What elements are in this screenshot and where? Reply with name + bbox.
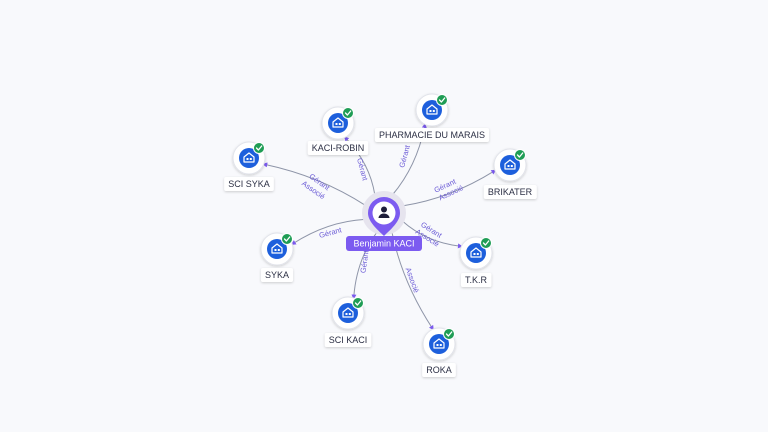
edge-label-pharmacie-du-marais: Gérant [397, 143, 412, 168]
check-icon [443, 328, 455, 340]
company-icon-bg [328, 113, 348, 133]
company-icon-bg [267, 239, 287, 259]
company-icon [470, 247, 482, 258]
node-pharmacie-du-marais[interactable] [415, 93, 449, 127]
check-icon [480, 237, 492, 249]
company-icon [243, 152, 255, 163]
check-icon [281, 233, 293, 245]
check-icon [514, 149, 526, 161]
edge-label-sci-kaci: Gérant [358, 249, 370, 274]
edge-sci-syka [262, 162, 366, 206]
node-label-bg [483, 185, 537, 199]
company-icon-bg [429, 334, 449, 354]
company-icon [332, 117, 344, 128]
edge-label-kaci-robin: Gérant [355, 157, 370, 182]
node-label-bg [460, 273, 492, 287]
person-icon [378, 206, 390, 218]
node-syka[interactable] [260, 232, 294, 266]
node-label: ROKA [426, 365, 452, 375]
node-tkr[interactable] [459, 236, 493, 270]
company-icon-bg [500, 155, 520, 175]
company-icon [342, 307, 354, 318]
node-kaci-robin[interactable] [321, 106, 355, 140]
node-label: SCI SYKA [228, 179, 270, 189]
node-label-bg [260, 268, 294, 282]
company-icon-bg [239, 148, 259, 168]
edge-tkr [402, 220, 463, 249]
edge-syka [291, 218, 366, 245]
check-icon [342, 107, 354, 119]
center-label-badge [346, 236, 422, 251]
company-icon-bg [338, 303, 358, 323]
check-icon [436, 94, 448, 106]
company-icon [504, 159, 516, 170]
edge-brikater [402, 169, 497, 207]
node-label: T.K.R [465, 275, 488, 285]
check-icon [253, 142, 265, 154]
node-label: SCI KACI [329, 335, 368, 345]
company-icon-bg [422, 100, 442, 120]
node-brikater[interactable] [493, 148, 527, 182]
company-icon [271, 243, 283, 254]
node-label: KACI-ROBIN [312, 143, 365, 153]
nodes-layer: KACI-ROBIN PHARMACIE DU MARAIS SCI SYKA BRI… [224, 93, 537, 377]
node-roka[interactable] [422, 327, 456, 361]
company-icon [433, 338, 445, 349]
node-sci-kaci[interactable] [331, 296, 365, 330]
node-label-bg [422, 363, 456, 377]
check-icon [352, 297, 364, 309]
node-label-bg [324, 333, 372, 347]
company-icon-bg [466, 243, 486, 263]
center-label: Benjamin KACI [353, 239, 414, 249]
node-label: BRIKATER [488, 187, 533, 197]
node-label-bg [224, 177, 274, 191]
company-icon [426, 104, 438, 115]
node-label: SYKA [265, 270, 289, 280]
node-label: PHARMACIE DU MARAIS [379, 130, 485, 140]
node-label-bg [374, 128, 490, 142]
center-node[interactable]: Benjamin KACI [346, 191, 422, 251]
edge-label-syka: Gérant [318, 225, 343, 240]
node-label-bg [307, 141, 369, 155]
node-sci-syka[interactable] [232, 141, 266, 175]
